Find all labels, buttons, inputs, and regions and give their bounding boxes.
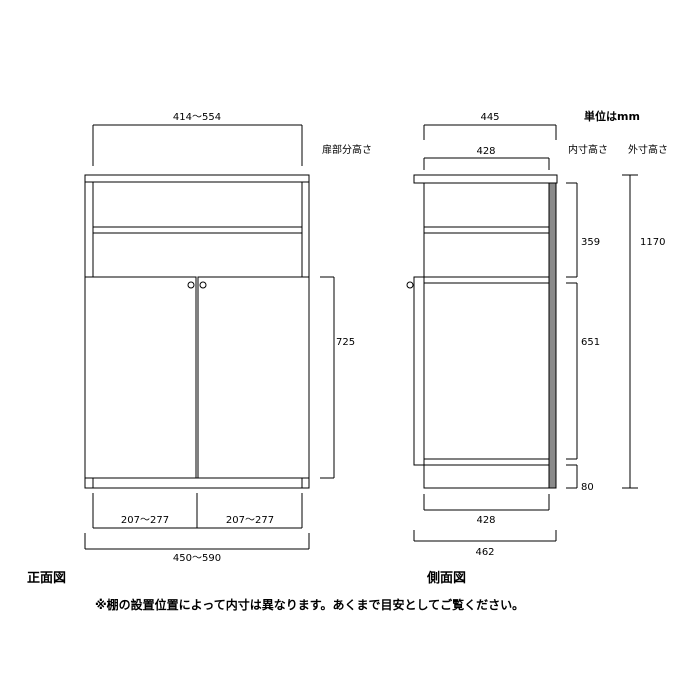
footnote: ※棚の設置位置によって内寸は異なります。あくまで目安としてご覧ください。 [95, 597, 524, 612]
side-bottom-depth-label: 428 [476, 515, 495, 526]
front-right-side-panel [301, 181, 310, 278]
outer-height-label: 1170 [640, 237, 665, 248]
door-height-header: 扉部分高さ [322, 143, 372, 156]
front-top-width-dimension: 414～554 [92, 112, 303, 166]
front-view-title: 正面図 [27, 571, 66, 586]
front-left-side-panel [84, 181, 94, 278]
side-inner-depth-label: 428 [476, 146, 495, 157]
side-top-board [413, 174, 558, 184]
inner-height-dimensions: 359 651 80 [566, 182, 600, 493]
side-door-edge [413, 276, 425, 466]
outer-height-header: 外寸高さ [628, 143, 668, 156]
inner-height-header: 内寸高さ [568, 143, 608, 156]
right-door-knob [199, 281, 207, 289]
side-top-depth-label: 445 [480, 112, 499, 123]
outer-height-dimension: 1170 [622, 174, 665, 489]
side-door-knob [406, 281, 414, 289]
left-door-knob [187, 281, 195, 289]
front-base [84, 477, 310, 489]
left-door-width-label: 207～277 [121, 515, 169, 526]
lower-inner-height-label: 651 [581, 337, 600, 348]
front-cabinet-body [84, 174, 310, 489]
side-cabinet-body [406, 174, 558, 489]
unit-label: 単位はmm [584, 109, 640, 123]
base-height-label: 80 [581, 482, 594, 493]
side-view-title: 側面図 [426, 570, 466, 586]
front-overall-width-label: 450～590 [173, 553, 221, 564]
front-top-board [84, 174, 310, 183]
side-back-panel [548, 182, 557, 489]
right-door [197, 276, 310, 479]
side-view: 単位はmm 445 428 内寸高さ 外寸高さ [406, 109, 668, 586]
side-middle-shelf [423, 276, 550, 284]
side-overall-depth-dimension: 462 [413, 530, 557, 558]
side-top-depth-dimension: 445 [423, 112, 557, 140]
left-door [84, 276, 197, 479]
door-width-dimensions: 207～277 207～277 [92, 493, 303, 529]
front-upper-shelf [92, 226, 303, 234]
side-inner-depth-dimension: 428 [423, 146, 550, 170]
front-view: 414～554 扉部分高さ 725 [27, 112, 372, 586]
front-overall-width-dimension: 450～590 [84, 533, 310, 564]
side-bottom-shelf [423, 458, 550, 466]
side-overall-depth-label: 462 [475, 547, 494, 558]
front-top-width-label: 414～554 [173, 112, 221, 123]
side-upper-shelf [423, 226, 550, 234]
side-bottom-depth-dimension: 428 [423, 494, 550, 526]
door-height-label: 725 [336, 337, 355, 348]
door-height-dimension: 725 [320, 276, 355, 479]
upper-inner-height-label: 359 [581, 237, 600, 248]
right-door-width-label: 207～277 [226, 515, 274, 526]
